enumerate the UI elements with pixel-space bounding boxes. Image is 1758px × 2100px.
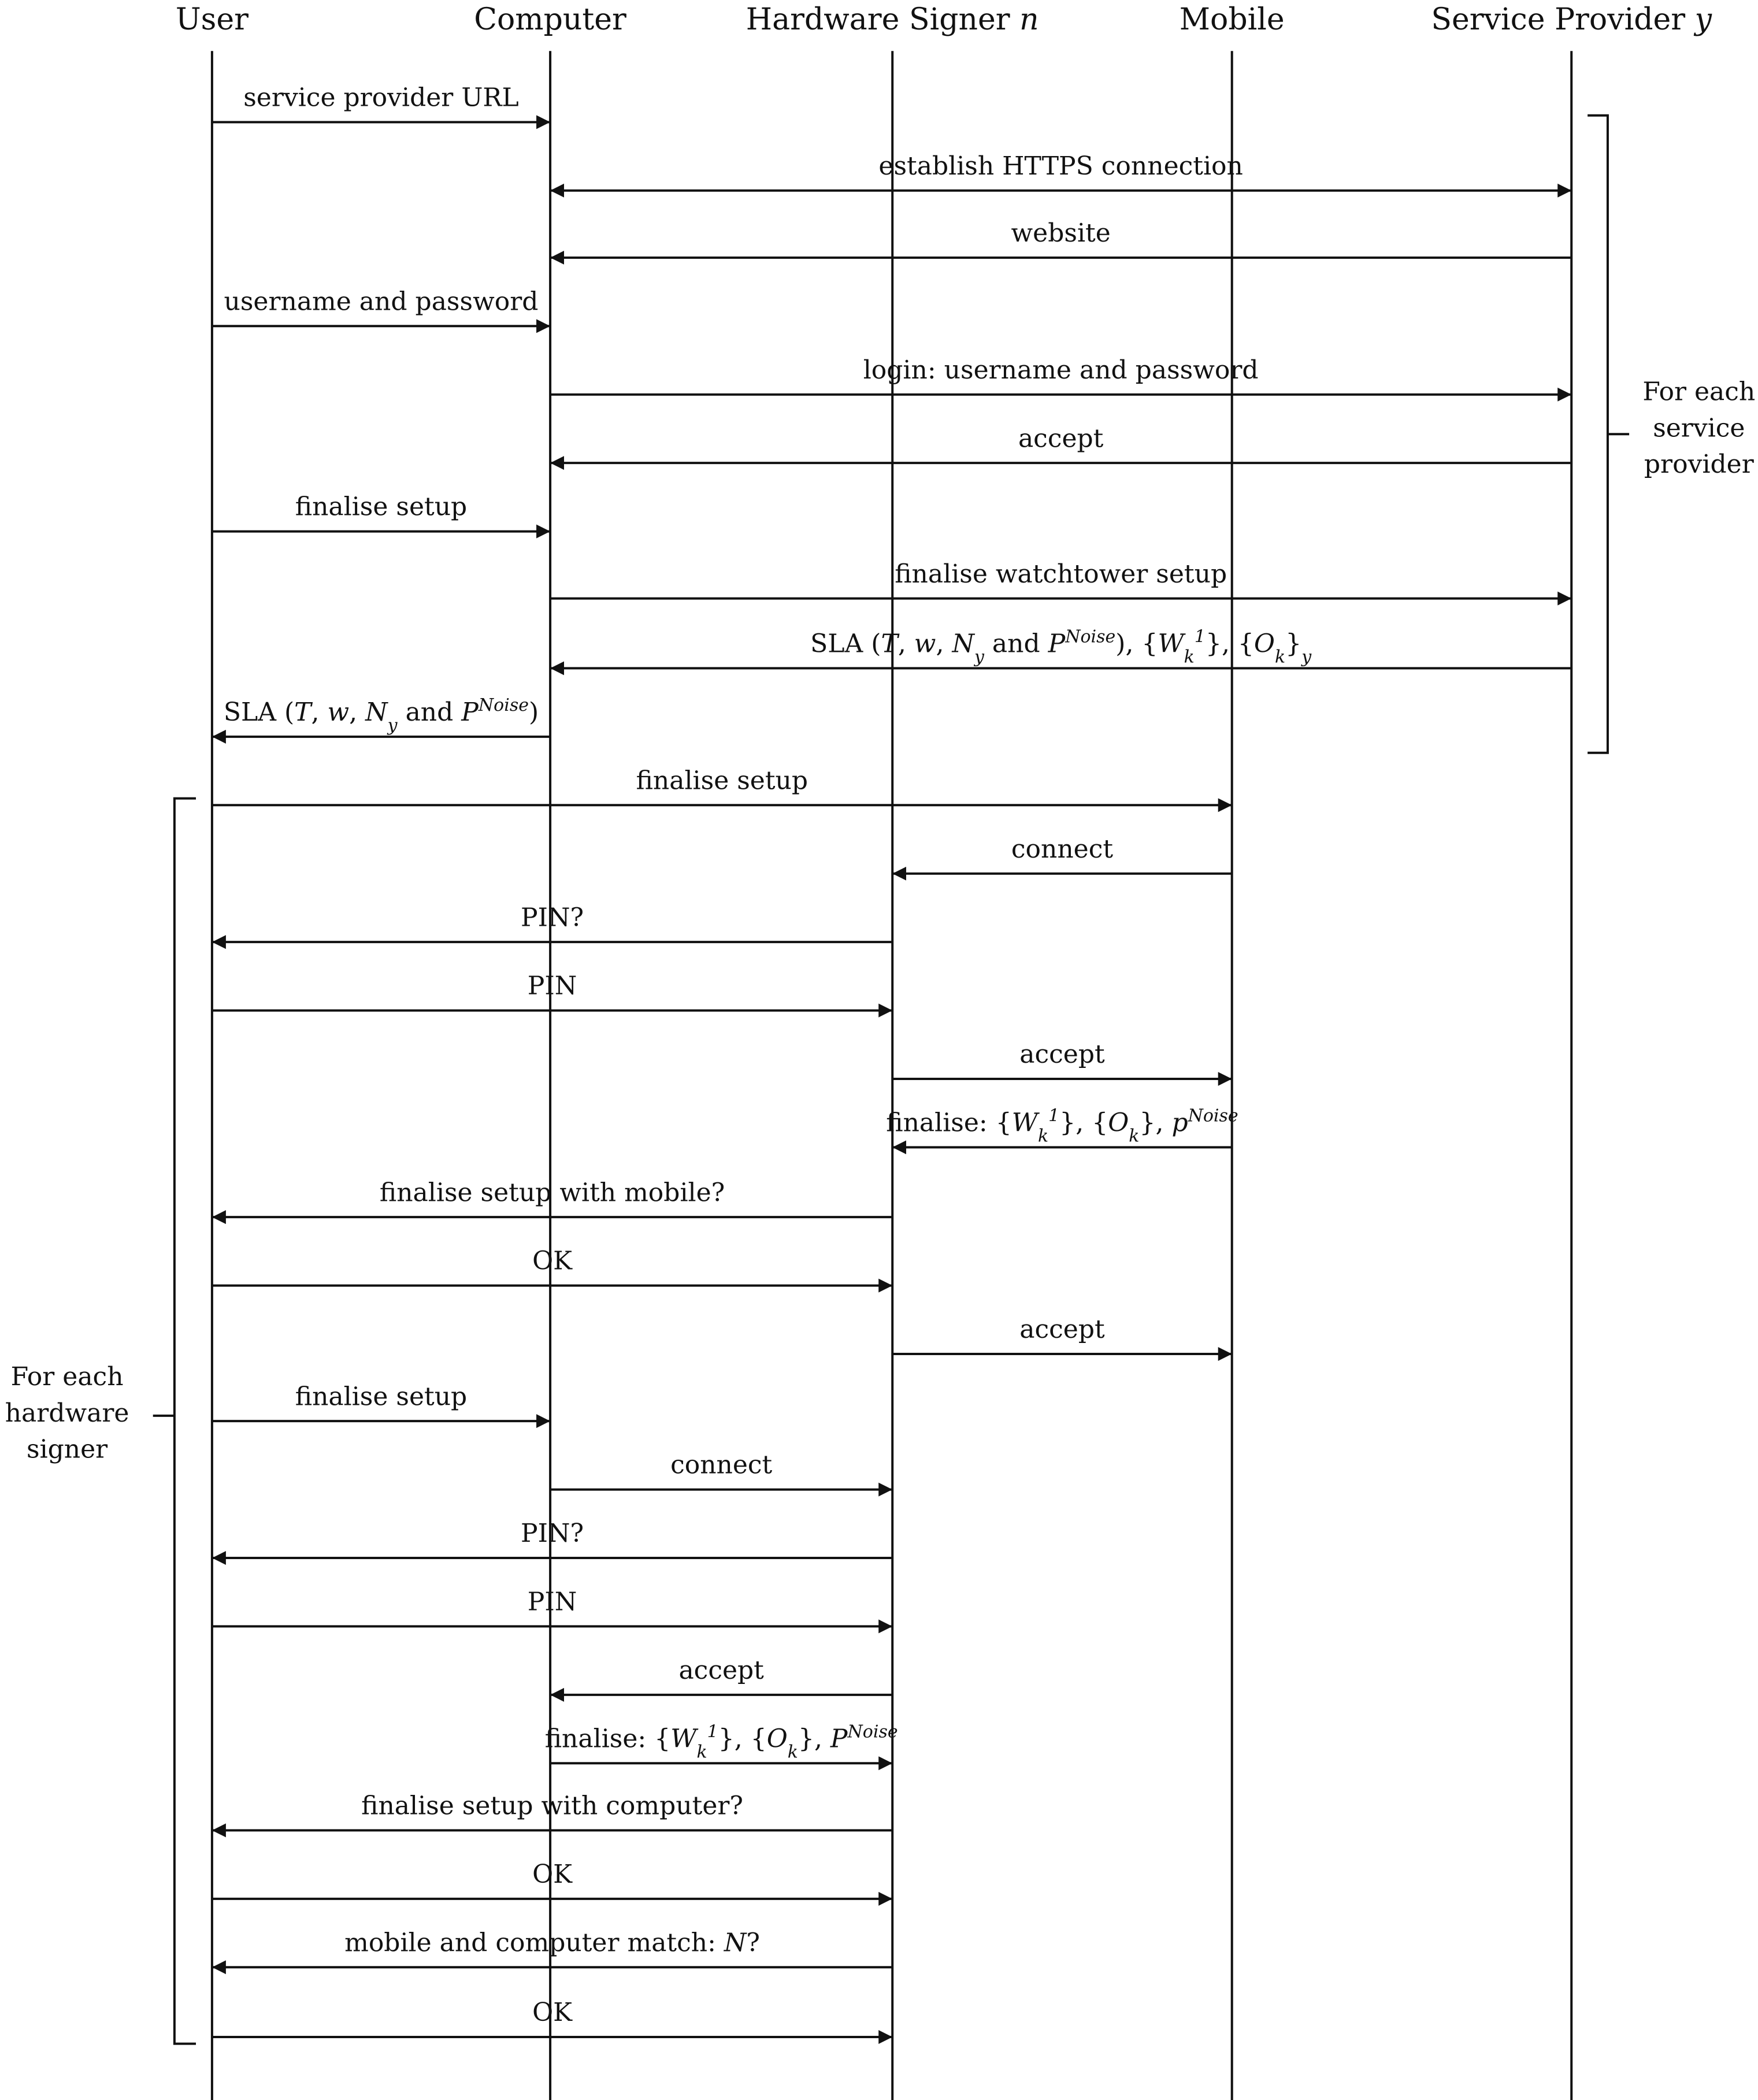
message-label: finalise: {Wk1}, {Ok}, pNoise (886, 1105, 1238, 1146)
message-24: finalise: {Wk1}, {Ok}, PNoise (545, 1721, 898, 1771)
message-10: finalise setup (212, 766, 1232, 812)
message-20: connect (550, 1450, 893, 1497)
message-label: OK (532, 1998, 573, 2027)
message-label: PIN (528, 1587, 577, 1617)
message-0: service provider URL (212, 83, 551, 129)
participants: User Computer Hardware Signer n Mobile Servi… (176, 2, 1712, 37)
message-27: mobile and computer match: N? (212, 1928, 893, 1975)
message-13: PIN (212, 971, 893, 1018)
message-7: finalise watchtower setup (550, 559, 1572, 606)
message-label: PIN (528, 971, 577, 1001)
message-14: accept (892, 1040, 1232, 1086)
message-18: accept (892, 1315, 1232, 1361)
message-label: establish HTTPS connection (878, 151, 1243, 181)
message-label: PIN? (521, 903, 584, 932)
message-label: finalise setup (295, 1382, 467, 1411)
messages: service provider URL establish HTTPS conn… (212, 83, 1572, 2045)
message-28: OK (212, 1998, 893, 2045)
group-0: For each service provider (1588, 114, 1755, 754)
message-25: finalise setup with computer? (212, 1791, 893, 1838)
message-label: finalise: {Wk1}, {Ok}, PNoise (545, 1721, 898, 1762)
message-label: finalise setup with mobile? (380, 1178, 725, 1207)
participant-provider: Service Provider y (1431, 2, 1712, 37)
message-label: accept (678, 1656, 764, 1685)
message-1: establish HTTPS connection (550, 151, 1572, 198)
message-label: username and password (224, 287, 539, 316)
message-label: login: username and password (863, 355, 1259, 385)
group-label-line: service (1653, 413, 1745, 443)
message-label: connect (670, 1450, 772, 1480)
group-bracket (1588, 114, 1609, 754)
message-label: finalise setup (295, 492, 467, 522)
message-label: PIN? (521, 1519, 584, 1548)
group-bracket (173, 797, 196, 2045)
lifelines (210, 51, 1573, 2100)
message-label: SLA (T, w, Ny and PNoise) (224, 695, 539, 735)
message-label: finalise watchtower setup (895, 559, 1227, 589)
message-5: accept (550, 424, 1572, 470)
message-label: OK (532, 1246, 573, 1276)
participant-computer: Computer (474, 2, 626, 37)
group-label-line: hardware (5, 1398, 129, 1428)
message-23: accept (550, 1656, 893, 1702)
message-9: SLA (T, w, Ny and PNoise) (212, 695, 551, 744)
message-label: finalise setup with computer? (361, 1791, 743, 1821)
message-label: SLA (T, w, Ny and PNoise), {Wk1}, {Ok}y (810, 626, 1312, 667)
message-label: service provider URL (243, 83, 519, 112)
message-label: finalise setup (636, 766, 808, 795)
message-11: connect (892, 834, 1232, 881)
message-17: OK (212, 1246, 893, 1293)
message-26: OK (212, 1860, 893, 1906)
participant-mobile: Mobile (1180, 2, 1285, 37)
message-label: OK (532, 1860, 573, 1889)
message-22: PIN (212, 1587, 893, 1634)
message-label: website (1011, 218, 1111, 248)
message-15: finalise: {Wk1}, {Ok}, pNoise (886, 1105, 1238, 1155)
message-label: connect (1011, 834, 1113, 864)
message-2: website (550, 218, 1572, 265)
group-label-line: For each (1642, 377, 1755, 407)
message-label: accept (1019, 1315, 1105, 1344)
message-label: accept (1019, 1040, 1105, 1069)
message-12: PIN? (212, 903, 893, 949)
message-16: finalise setup with mobile? (212, 1178, 893, 1225)
message-6: finalise setup (212, 492, 551, 539)
group-label-line: For each (11, 1362, 124, 1392)
participant-signer: Hardware Signer n (746, 2, 1039, 37)
message-21: PIN? (212, 1519, 893, 1565)
group-1: For each hardware signer (5, 797, 196, 2045)
group-label-line: provider (1644, 450, 1755, 479)
message-label: accept (1018, 424, 1104, 453)
message-4: login: username and password (550, 355, 1572, 402)
message-19: finalise setup (212, 1382, 551, 1429)
message-label: mobile and computer match: N? (344, 1928, 760, 1957)
participant-user: User (176, 2, 249, 37)
message-3: username and password (212, 287, 551, 333)
group-label-line: signer (27, 1435, 108, 1464)
message-8: SLA (T, w, Ny and PNoise), {Wk1}, {Ok}y (550, 626, 1572, 676)
